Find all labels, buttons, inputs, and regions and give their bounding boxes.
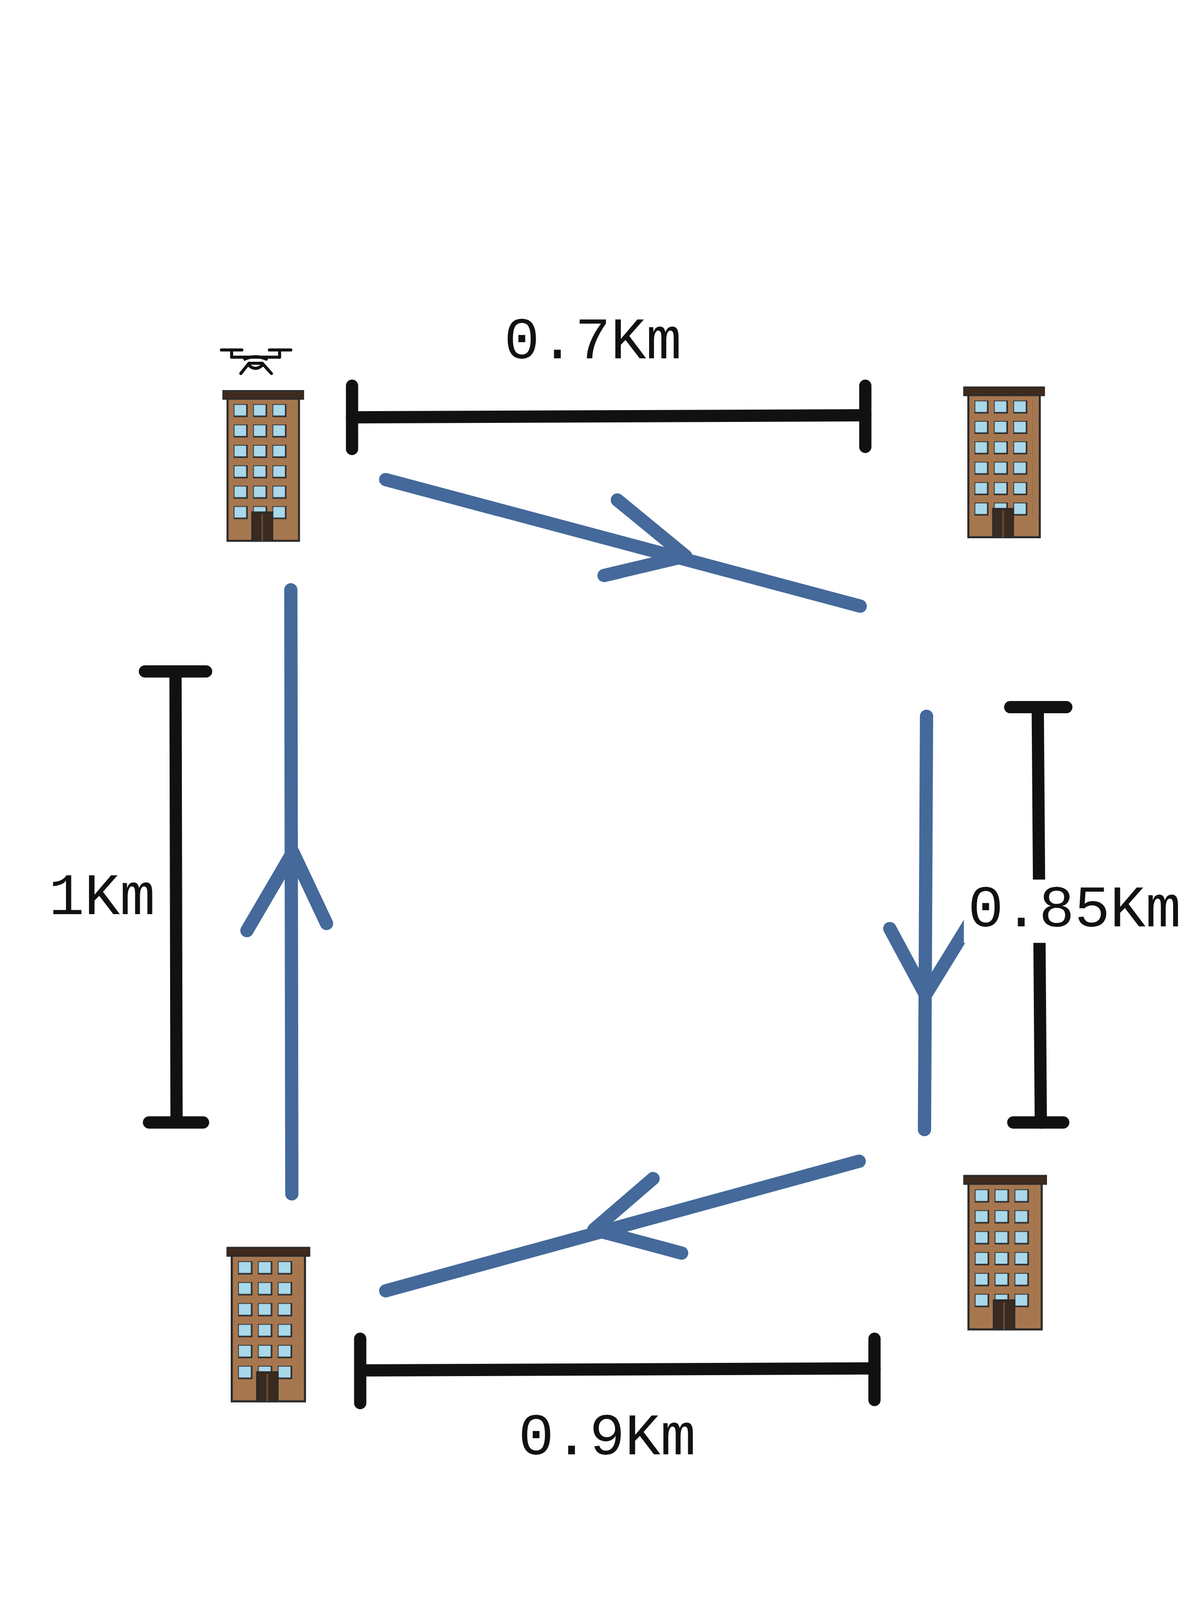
route-arrow: [246, 479, 970, 1291]
dimension-label: 0.85Km: [963, 879, 1186, 943]
drone-icon: [221, 349, 291, 374]
dimension-bracket: [144, 385, 1067, 1403]
dimension-label: 0.9Km: [514, 1406, 700, 1470]
dimension-label: 0.7Km: [500, 311, 686, 375]
dimension-label: 1Km: [44, 867, 160, 931]
building-icon: [222, 390, 305, 541]
building-icon: [963, 1175, 1048, 1330]
building-icon: [226, 1247, 310, 1402]
building-icon: [963, 387, 1046, 538]
